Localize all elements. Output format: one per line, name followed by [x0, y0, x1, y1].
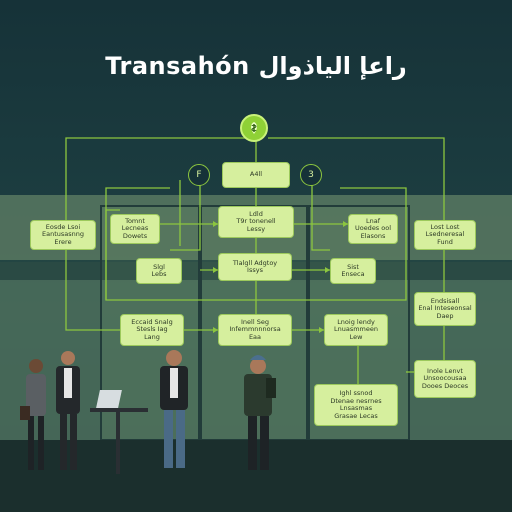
person-4-icon	[244, 355, 276, 470]
dollar-leaf-icon	[240, 114, 268, 142]
person-1-icon	[20, 359, 46, 470]
badge-left: F	[188, 164, 210, 186]
node-top: A4ll	[222, 162, 290, 188]
standing-desk	[90, 408, 148, 412]
diagram-title: Transahón راعإ الياذوال	[105, 52, 407, 80]
person-2-icon	[56, 351, 80, 470]
desk-leg	[116, 412, 120, 474]
badge-right: 3	[300, 164, 322, 186]
person-3-icon	[160, 350, 188, 468]
